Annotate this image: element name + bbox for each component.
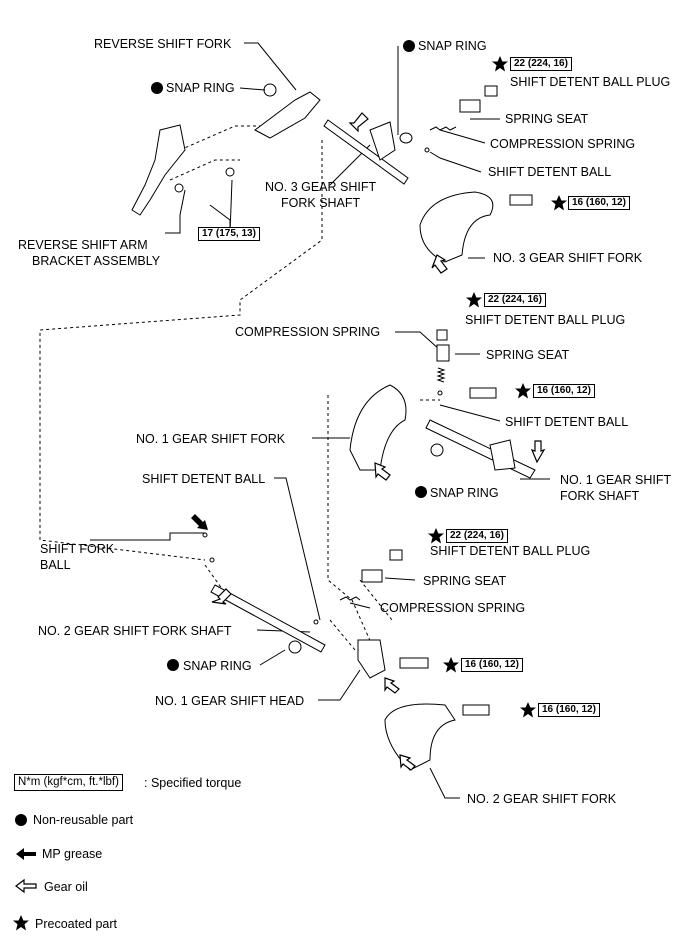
torque-box: 22 (224, 16) <box>446 529 508 543</box>
label-no1-shaft: FORK SHAFT <box>560 489 640 503</box>
label-reverse-shift-arm: REVERSE SHIFT ARM <box>18 238 148 252</box>
label-reverse-shift-fork: REVERSE SHIFT FORK <box>94 37 232 51</box>
torque-box: 16 (160, 12) <box>533 384 595 398</box>
label-no3-shaft: FORK SHAFT <box>281 196 361 210</box>
torque-box: 17 (175, 13) <box>198 227 260 241</box>
label-no2-shaft: NO. 2 GEAR SHIFT FORK SHAFT <box>38 624 232 638</box>
label-compression-spring: COMPRESSION SPRING <box>490 137 636 151</box>
label-reverse-shift-arm: BRACKET ASSEMBLY <box>32 254 161 268</box>
torque-box: 22 (224, 16) <box>484 293 546 307</box>
label-no1-fork: NO. 1 GEAR SHIFT FORK <box>136 432 286 446</box>
torque-box: 16 (160, 12) <box>538 703 600 717</box>
label-spring-seat: SPRING SEAT <box>486 348 570 362</box>
label-compression-spring: COMPRESSION SPRING <box>380 601 526 615</box>
legend-torque-text: : Specified torque <box>144 776 242 790</box>
label-shift-detent-ball: SHIFT DETENT BALL <box>505 415 629 429</box>
torque-box: 16 (160, 12) <box>568 196 630 210</box>
label-snap-ring: SNAP RING <box>418 39 487 53</box>
legend-mp-grease: MP grease <box>42 847 103 861</box>
label-shift-fork-ball: SHIFT FORK <box>40 542 115 556</box>
label-spring-seat: SPRING SEAT <box>423 574 507 588</box>
torque-box: 22 (224, 16) <box>510 57 572 71</box>
legend-precoated: Precoated part <box>35 917 117 931</box>
label-snap-ring: SNAP RING <box>166 81 235 95</box>
label-snap-ring: SNAP RING <box>183 659 252 673</box>
legend-torque-box: N*m (kgf*cm, ft.*lbf) <box>14 774 123 791</box>
torque-box: 16 (160, 12) <box>461 658 523 672</box>
label-no2-fork: NO. 2 GEAR SHIFT FORK <box>467 792 617 806</box>
label-shift-detent-ball-plug: SHIFT DETENT BALL PLUG <box>465 313 626 327</box>
label-no3-fork: NO. 3 GEAR SHIFT FORK <box>493 251 643 265</box>
label-no1-head: NO. 1 GEAR SHIFT HEAD <box>155 694 305 708</box>
label-shift-detent-ball-plug: SHIFT DETENT BALL PLUG <box>430 544 591 558</box>
label-snap-ring: SNAP RING <box>430 486 499 500</box>
label-no1-shaft: NO. 1 GEAR SHIFT <box>560 473 672 487</box>
label-spring-seat: SPRING SEAT <box>505 112 589 126</box>
label-shift-detent-ball: SHIFT DETENT BALL <box>488 165 612 179</box>
label-shift-detent-ball: SHIFT DETENT BALL <box>142 472 266 486</box>
legend-gear-oil: Gear oil <box>44 880 88 894</box>
label-shift-fork-ball: BALL <box>40 558 71 572</box>
legend-nonreusable: Non-reusable part <box>33 813 134 827</box>
label-compression-spring: COMPRESSION SPRING <box>235 325 381 339</box>
label-shift-detent-ball-plug: SHIFT DETENT BALL PLUG <box>510 75 671 89</box>
label-no3-shaft: NO. 3 GEAR SHIFT <box>265 180 377 194</box>
